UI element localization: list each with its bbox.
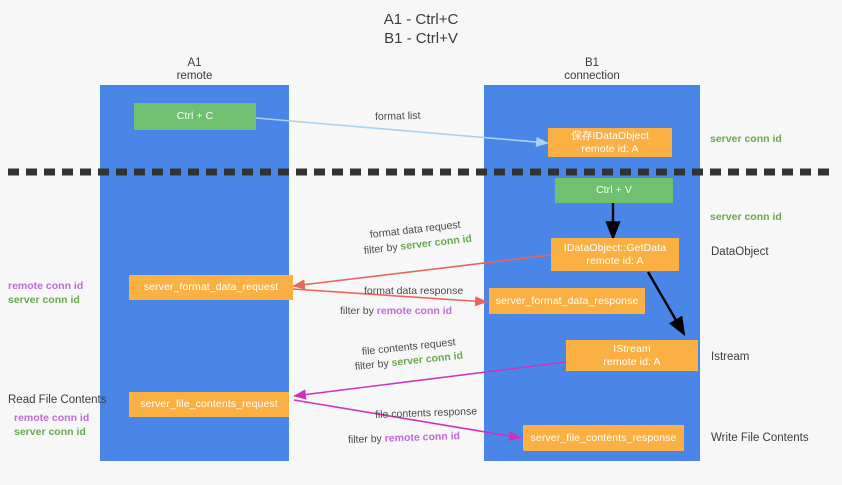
filter-prefix: filter by — [354, 357, 393, 373]
column-header-a1: A1 remote — [176, 57, 213, 82]
box-set-dataobject-line2: remote id: A — [581, 142, 639, 155]
edge-label-format-data-response-filter: filter by remote conn id — [340, 304, 452, 319]
page-title: A1 - Ctrl+C B1 - Ctrl+V — [383, 11, 459, 47]
remote-conn-id-text: remote conn id — [14, 412, 90, 424]
edge-label-file-contents-response: file contents response — [375, 404, 478, 423]
box-server-file-contents-response[interactable]: server_file_contents_response — [523, 425, 684, 451]
edge-label-file-contents-response-filter: filter by remote conn id — [348, 429, 460, 448]
box-server-format-data-request[interactable]: server_format_data_request — [129, 275, 293, 300]
box-ctrl-v[interactable]: Ctrl + V — [555, 178, 673, 203]
box-istream[interactable]: IStream remote id: A — [566, 340, 698, 371]
edge-label-format-data-response-text: format data response — [364, 285, 464, 297]
box-server-file-contents-response-label: server_file_contents_response — [530, 431, 677, 444]
box-idataobject-getdata-line2: remote id: A — [586, 254, 644, 267]
box-ctrl-v-label: Ctrl + V — [595, 184, 633, 196]
box-set-dataobject-line1: 保存IDataObject — [571, 129, 649, 142]
box-server-format-data-response[interactable]: server_format_data_response — [489, 288, 645, 314]
box-idataobject-getdata-line1: IDataObject::GetData — [563, 241, 667, 254]
filter-prefix: filter by — [340, 305, 377, 317]
side-label-write-file-contents: Write File Contents — [711, 432, 809, 444]
box-set-dataobject[interactable]: 保存IDataObject remote id: A — [548, 128, 672, 157]
filter-prefix: filter by — [363, 240, 402, 257]
server-conn-id-text: server conn id — [710, 133, 782, 145]
remote-conn-id-text: remote conn id — [8, 280, 84, 292]
server-conn-id-text: server conn id — [14, 426, 86, 438]
box-ctrl-c-label: Ctrl + C — [176, 110, 214, 122]
box-server-format-data-request-label: server_format_data_request — [143, 281, 279, 293]
box-idataobject-getdata[interactable]: IDataObject::GetData remote id: A — [551, 238, 679, 271]
filter-value-remote-conn-id: remote conn id — [384, 430, 461, 445]
box-istream-line2: remote id: A — [603, 355, 661, 368]
server-conn-id-text: server conn id — [710, 211, 782, 223]
side-label-conn-ids-lower: remote conn id server conn id — [14, 411, 89, 439]
side-label-server-conn-id-mid: server conn id — [710, 210, 782, 224]
box-server-file-contents-request[interactable]: server_file_contents_request — [129, 392, 289, 417]
server-conn-id-text: server conn id — [8, 294, 80, 306]
edge-label-format-list: format list — [374, 109, 421, 123]
filter-prefix: filter by — [347, 432, 385, 446]
filter-value-remote-conn-id: remote conn id — [376, 305, 453, 317]
side-label-conn-ids-upper: remote conn id server conn id — [8, 279, 83, 307]
column-header-b1: B1 connection — [564, 57, 620, 82]
edge-label-file-contents-response-text: file contents response — [374, 405, 478, 421]
edge-label-format-data-response: format data response — [364, 284, 463, 299]
side-label-dataobject: DataObject — [711, 246, 769, 258]
box-istream-line1: IStream — [613, 342, 651, 355]
side-label-istream: Istream — [711, 351, 750, 363]
box-server-file-contents-request-label: server_file_contents_request — [140, 398, 278, 410]
side-label-read-file-contents: Read File Contents — [8, 394, 107, 406]
box-ctrl-c[interactable]: Ctrl + C — [134, 103, 256, 130]
box-server-format-data-response-label: server_format_data_response — [495, 294, 639, 307]
side-label-server-conn-id-top: server conn id — [710, 132, 782, 146]
